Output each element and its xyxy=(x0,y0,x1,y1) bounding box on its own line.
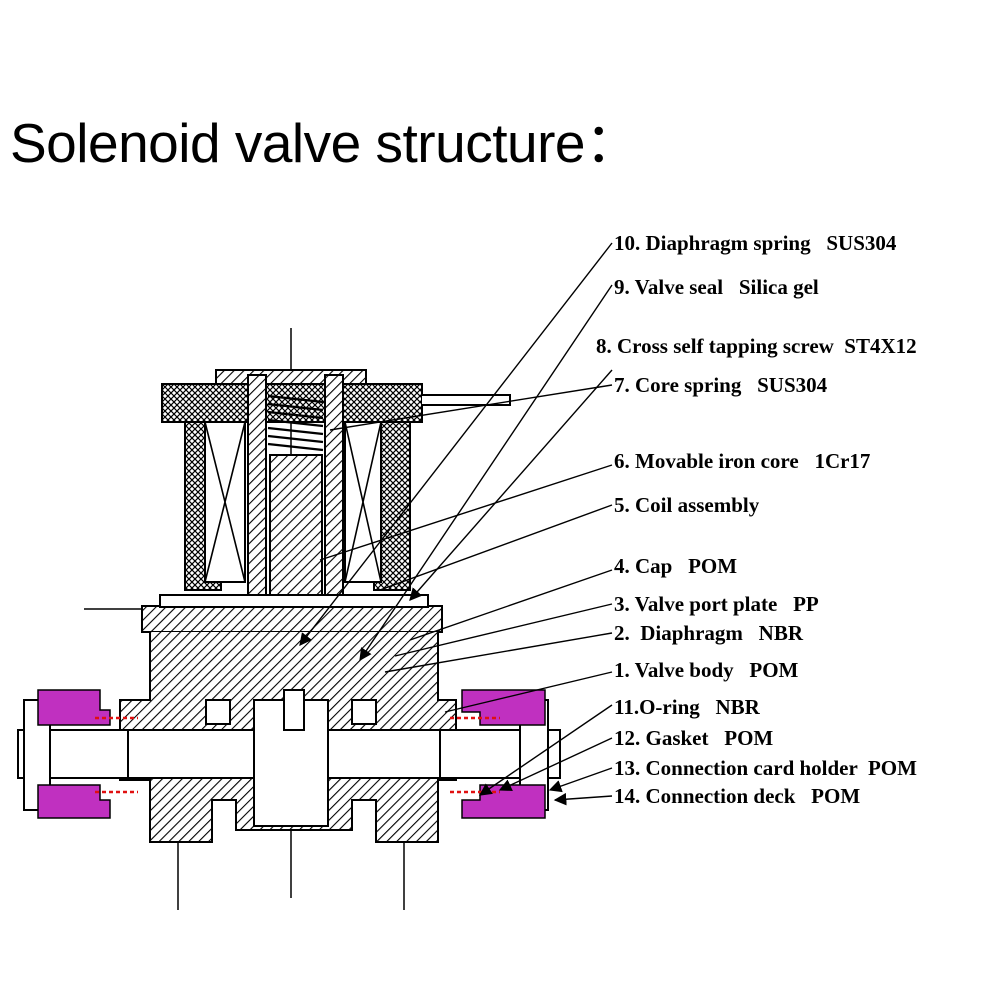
page-title: Solenoid valve structure： xyxy=(10,112,640,174)
label-2: 2. Diaphragm NBR xyxy=(614,621,804,645)
leader-7 xyxy=(329,384,613,431)
core-tube xyxy=(215,369,367,631)
leader-2 xyxy=(384,632,613,673)
label-9: 9. Valve seal Silica gel xyxy=(614,275,819,299)
core-spring xyxy=(267,394,324,452)
label-1: 1. Valve body POM xyxy=(614,658,799,682)
leader-3 xyxy=(394,603,613,657)
leader-lines xyxy=(299,242,613,806)
leader-10 xyxy=(299,242,613,646)
label-8: 8. Cross self tapping screw ST4X12 xyxy=(596,334,917,358)
leader-6 xyxy=(319,464,613,561)
leader-14 xyxy=(553,792,613,806)
leader-1 xyxy=(444,671,613,713)
label-11: 11.O-ring NBR xyxy=(614,695,761,719)
valve-drawing xyxy=(17,328,561,910)
label-3: 3. Valve port plate PP xyxy=(614,592,819,616)
leader-13 xyxy=(548,767,613,793)
leader-12 xyxy=(498,737,613,791)
left-connector xyxy=(23,689,138,819)
label-12: 12. Gasket POM xyxy=(614,726,773,750)
valve-port-plate xyxy=(141,594,443,633)
valve-body xyxy=(119,632,457,843)
label-7: 7. Core spring SUS304 xyxy=(614,373,828,397)
leader-9 xyxy=(359,284,613,662)
label-10: 10. Diaphragm spring SUS304 xyxy=(614,231,897,255)
label-14: 14. Connection deck POM xyxy=(614,784,860,808)
leader-5 xyxy=(379,504,613,591)
label-4: 4. Cap POM xyxy=(614,554,737,578)
label-13: 13. Connection card holder POM xyxy=(614,756,917,780)
leader-4 xyxy=(409,569,613,641)
part-labels: 10. Diaphragm spring SUS304 9. Valve sea… xyxy=(596,231,917,808)
leader-8 xyxy=(409,369,613,601)
label-6: 6. Movable iron core 1Cr17 xyxy=(614,449,870,473)
label-5: 5. Coil assembly xyxy=(614,493,760,517)
